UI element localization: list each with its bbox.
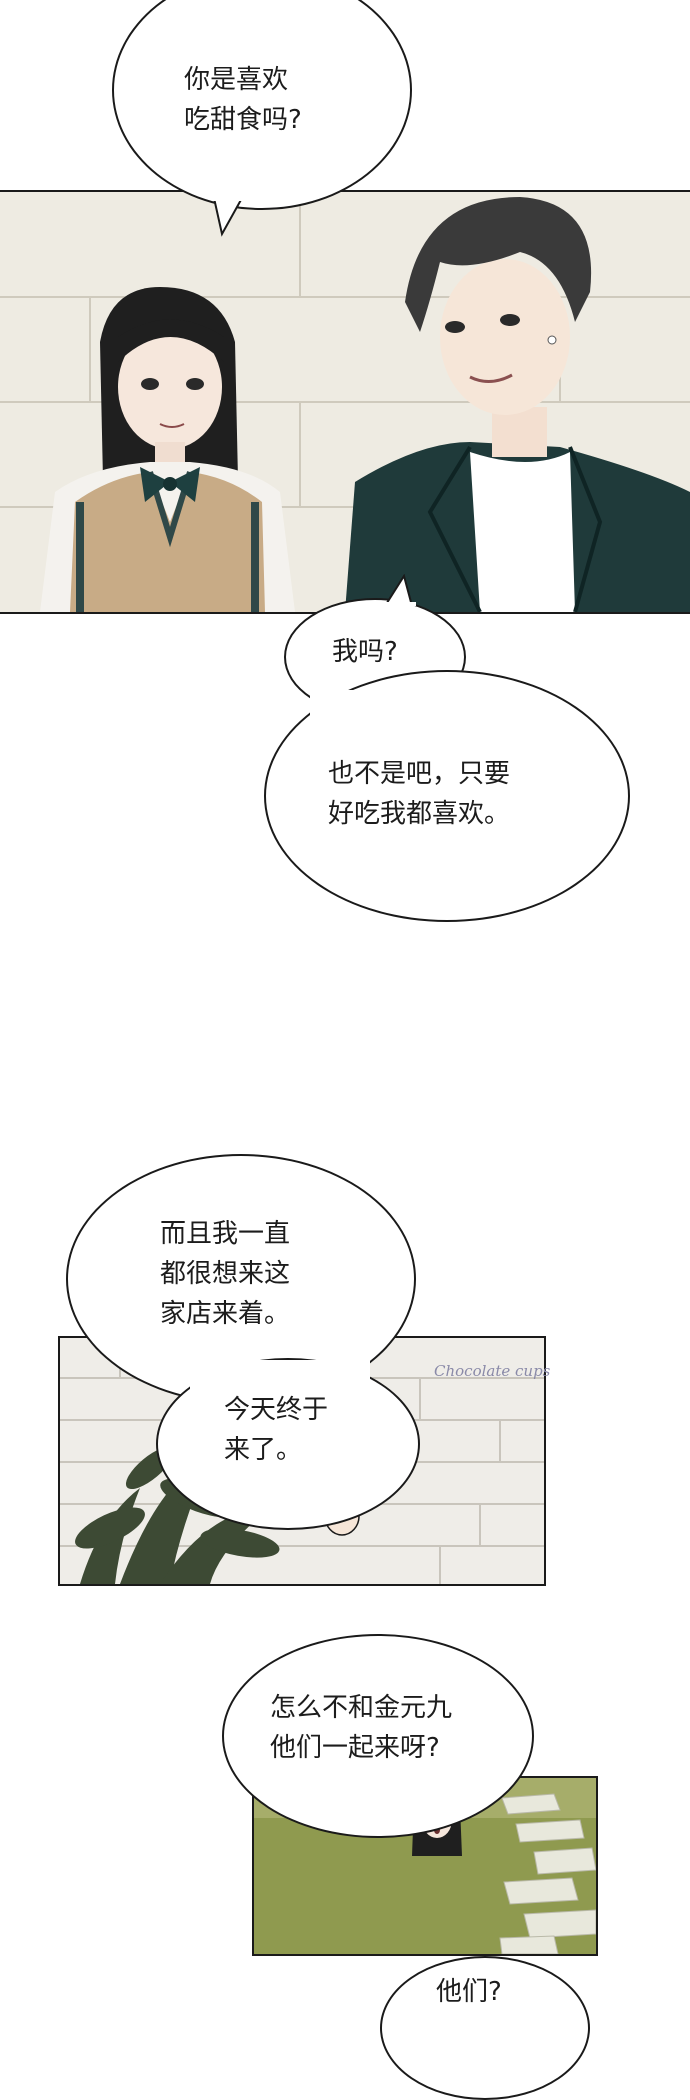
- speech-bubble-1: [112, 0, 412, 210]
- bubble-2-line-1: 我吗?: [332, 637, 398, 667]
- bubble-2-3-joint: [310, 690, 420, 730]
- bubble-4-line-2: 都很想来这: [160, 1259, 291, 1289]
- speech-bubble-1-text: 你是喜欢 吃甜食吗?: [184, 60, 302, 140]
- bubble-3-line-1: 也不是吧，只要: [328, 759, 511, 789]
- speech-bubble-4-text: 而且我一直 都很想来这 家店来着。: [160, 1214, 290, 1334]
- speech-bubble-6: [222, 1634, 534, 1838]
- bubble-7-line-1: 他们?: [436, 1977, 502, 2007]
- bubble-4-line-3: 家店来着。: [160, 1299, 291, 1329]
- bubble-6-line-2: 他们一起来呀?: [270, 1733, 440, 1763]
- speech-bubble-3-text: 也不是吧，只要 好吃我都喜欢。: [328, 754, 510, 834]
- bubble-4-line-1: 而且我一直: [160, 1219, 291, 1249]
- speech-bubble-2-text: 我吗?: [332, 632, 398, 672]
- bubble-3-line-2: 好吃我都喜欢。: [328, 799, 511, 829]
- panel-students: [0, 190, 690, 614]
- speech-bubble-2-tail: [382, 574, 416, 606]
- bubble-1-line-2: 吃甜食吗?: [184, 105, 302, 135]
- speech-bubble-6-text: 怎么不和金元九 他们一起来呀?: [270, 1688, 452, 1768]
- speech-bubble-5-text: 今天终于 来了。: [224, 1390, 328, 1470]
- bubble-6-line-1: 怎么不和金元九: [270, 1693, 453, 1723]
- bubble-1-line-1: 你是喜欢: [184, 65, 289, 95]
- speech-bubble-7-text: 他们?: [436, 1972, 502, 2012]
- speech-bubble-1-tail: [212, 198, 246, 237]
- bubble-4-5-joint: [190, 1360, 370, 1404]
- bubble-5-line-1: 今天终于: [224, 1395, 329, 1425]
- store-sign: Chocolate cups: [434, 1362, 551, 1380]
- bubble-5-line-2: 来了。: [224, 1435, 303, 1465]
